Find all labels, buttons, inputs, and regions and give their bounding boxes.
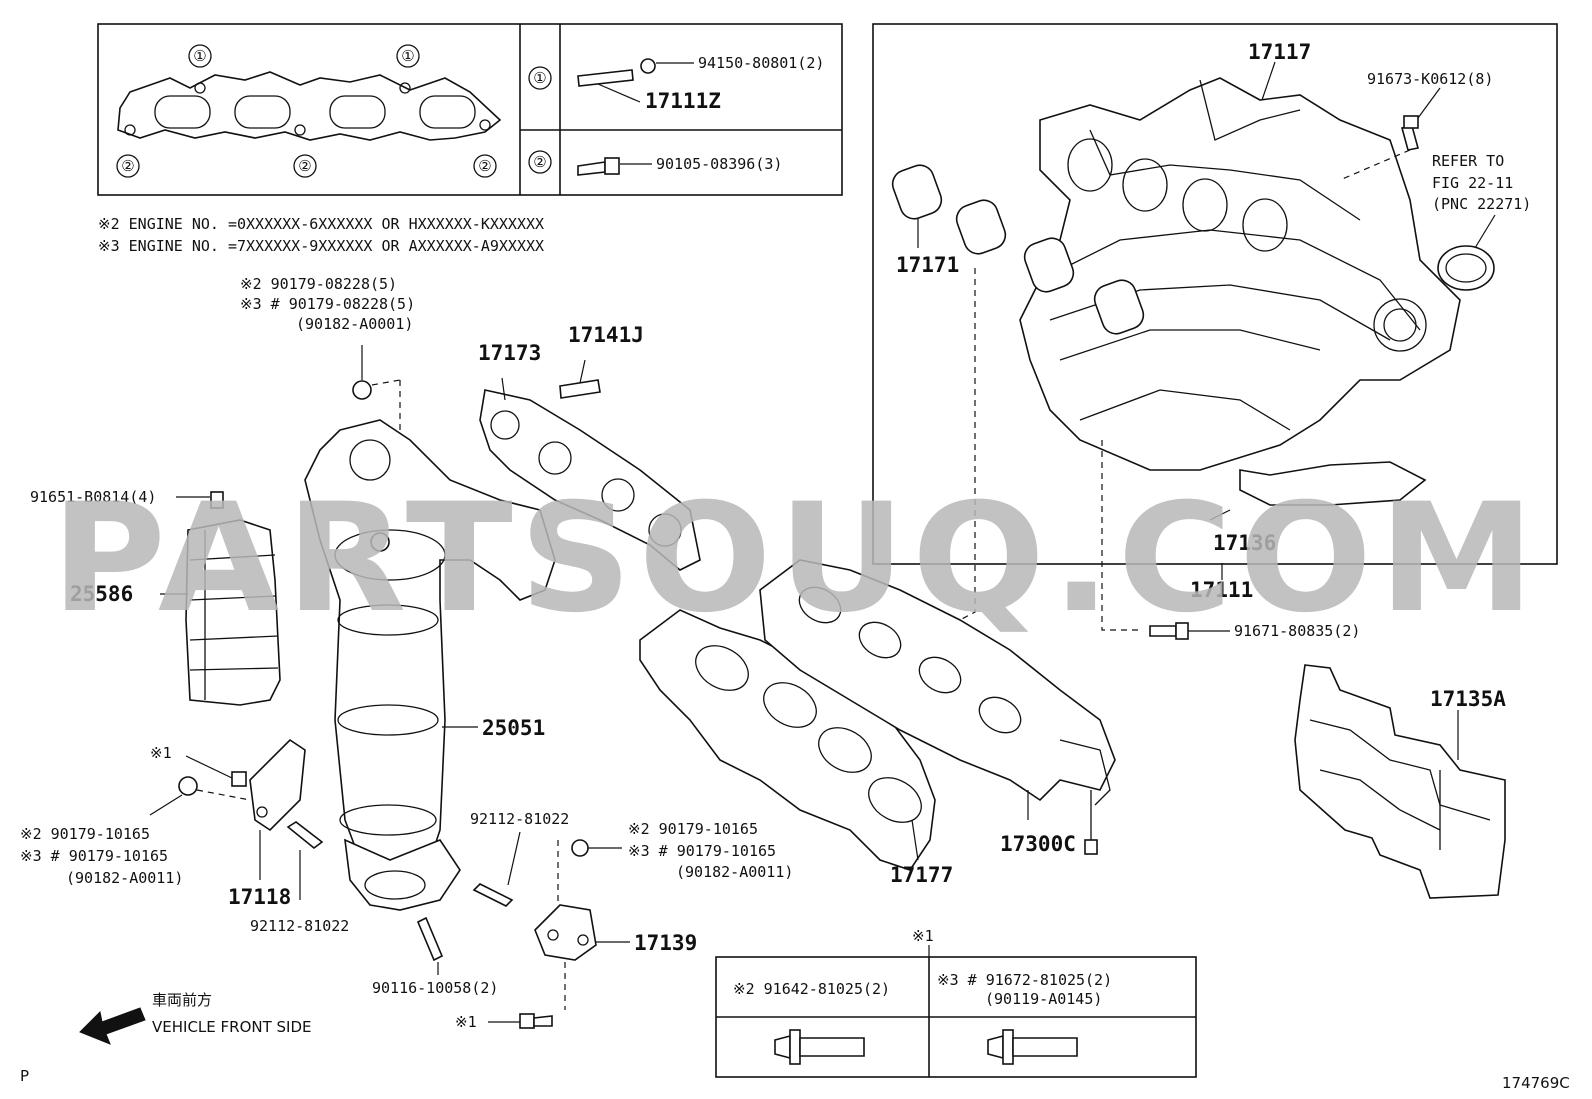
label-17117: 17117	[1248, 40, 1311, 64]
exhaust-gasket-outline	[117, 71, 502, 141]
bolt-icon	[577, 161, 606, 176]
watermark: PARTSOUQ.COM	[51, 472, 1541, 646]
stud-bolt-icon	[559, 379, 601, 399]
nut-icon	[571, 839, 589, 857]
direction-en: VEHICLE FRONT SIDE	[152, 1018, 312, 1036]
marker-1: ①	[533, 69, 546, 87]
bolt-icon	[231, 771, 247, 787]
intake-manifold	[1019, 77, 1461, 506]
marker-2: ②	[478, 157, 491, 175]
label-25051: 25051	[482, 716, 545, 740]
bolt-icon	[519, 1013, 535, 1029]
label-17141J: 17141J	[568, 323, 644, 347]
flange-bolt-icon	[774, 1034, 791, 1060]
stud-bolt-icon	[472, 883, 514, 907]
label-90179-08228-x2: ※2 90179-08228(5)	[240, 275, 397, 293]
label-94150-80801: 94150-80801(2)	[698, 54, 824, 72]
label-17171: 17171	[896, 253, 959, 277]
nut-icon	[352, 380, 372, 400]
label-25586: 25586	[70, 582, 133, 606]
label-17136: 17136	[1213, 531, 1276, 555]
bolt-icon	[210, 491, 224, 509]
label-90179-10165-x2-right: ※2 90179-10165	[628, 820, 758, 838]
marker-1: ①	[193, 47, 206, 65]
refer-text-2: FIG 22-11	[1432, 174, 1513, 192]
bracket-17118	[249, 738, 306, 832]
vehicle-front-arrow-icon	[79, 1007, 146, 1045]
flange-bolt-icon	[987, 1034, 1004, 1060]
label-17173: 17173	[478, 341, 541, 365]
label-91651-B0814: 91651-B0814(4)	[30, 488, 156, 506]
label-90182-A0011-right: (90182-A0011)	[676, 863, 793, 881]
label-17300C: 17300C	[1000, 832, 1076, 856]
label-x1: ※1	[150, 744, 172, 762]
label-90179-10165-x3-right: ※3 # 90179-10165	[628, 842, 776, 860]
label-17135A: 17135A	[1430, 687, 1506, 711]
bolt-table	[715, 945, 1197, 1078]
direction-jp: 車両前方	[152, 991, 212, 1009]
label-92112-81022-mid: 92112-81022	[470, 810, 569, 828]
bolt-table-col2a: ※3 # 91672-81025(2)	[937, 971, 1112, 989]
label-x1: ※1	[455, 1013, 477, 1031]
label-90179-08228-x3: ※3 # 90179-08228(5)	[240, 295, 415, 313]
label-x1: ※1	[912, 927, 934, 945]
catalytic-converter-25051	[304, 419, 556, 911]
refer-text-1: REFER TO	[1432, 152, 1504, 170]
marker-2: ②	[121, 157, 134, 175]
footer-figure-code: 174769C	[1502, 1074, 1570, 1092]
label-92112-81022-left: 92112-81022	[250, 917, 349, 935]
label-17118: 17118	[228, 885, 291, 909]
label-17177: 17177	[890, 863, 953, 887]
marker-2: ②	[533, 153, 546, 171]
label-91671-80835: 91671-80835(2)	[1234, 622, 1360, 640]
label-90182-A0011-left: (90182-A0011)	[66, 869, 183, 887]
stud-bolt-icon	[416, 916, 444, 962]
label-90182-A0001: (90182-A0001)	[296, 315, 413, 333]
label-17139: 17139	[634, 931, 697, 955]
marker-2: ②	[298, 157, 311, 175]
exhaust-gasket-17177	[639, 609, 936, 871]
marker-1: ①	[401, 47, 414, 65]
stud-bolt-icon	[286, 821, 324, 850]
engine-note-2: ※2 ENGINE NO. =0XXXXXX-6XXXXXX OR HXXXXX…	[98, 215, 544, 233]
legend-box: ① ① ② ② ② ① ② 94150-80801(2) 17111Z 9010…	[97, 23, 843, 196]
refer-text-3: (PNC 22271)	[1432, 195, 1531, 213]
bolt-icon	[1401, 125, 1419, 151]
bracket-17139	[534, 904, 597, 961]
engine-note-3: ※3 ENGINE NO. =7XXXXXX-9XXXXXX OR AXXXXX…	[98, 237, 544, 255]
exhaust-manifold-17300C	[759, 559, 1116, 855]
heat-insulator-17135A	[1294, 664, 1506, 899]
nut-icon	[640, 58, 656, 74]
intake-gasket-17171	[891, 164, 1145, 335]
label-17111Z: 17111Z	[645, 89, 721, 113]
label-90105-08396: 90105-08396(3)	[656, 155, 782, 173]
intake-manifold-box	[872, 23, 1558, 565]
throttle-body-gasket	[1437, 245, 1495, 291]
heat-shield-25586	[185, 519, 281, 706]
gasket-17173	[479, 389, 701, 571]
bolt-table-col1: ※2 91642-81025(2)	[733, 980, 890, 998]
label-91673-K0612: 91673-K0612(8)	[1367, 70, 1493, 88]
bolt-table-col2b: (90119-A0145)	[985, 990, 1102, 1008]
footer-left: P	[20, 1067, 29, 1085]
label-90179-10165-x2-left: ※2 90179-10165	[20, 825, 150, 843]
stud-bolt-icon	[577, 69, 634, 87]
label-90179-10165-x3-left: ※3 # 90179-10165	[20, 847, 168, 865]
label-17111: 17111	[1190, 578, 1253, 602]
nut-icon	[178, 776, 198, 796]
label-90116-10058: 90116-10058(2)	[372, 979, 498, 997]
